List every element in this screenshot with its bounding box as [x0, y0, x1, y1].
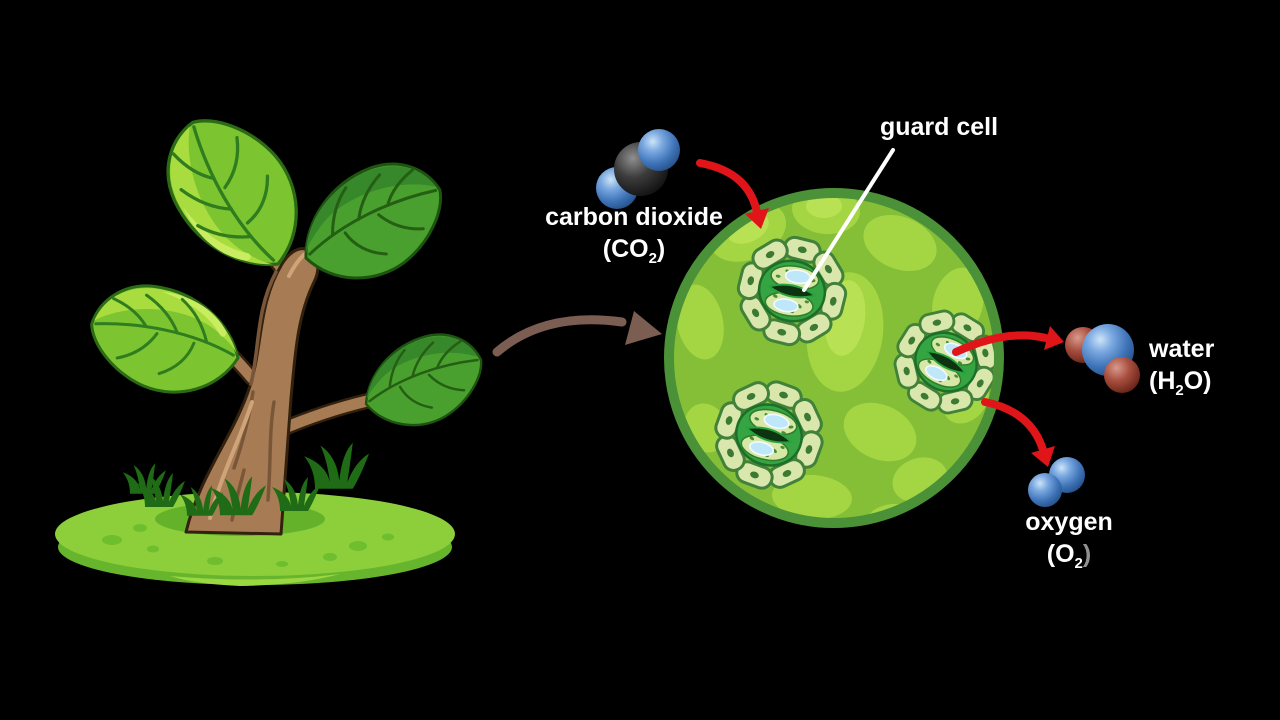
- leaf-surface-closeup: [664, 188, 1017, 528]
- oxygen-formula: (O2): [1046, 540, 1092, 572]
- water-molecule: [1065, 324, 1140, 393]
- oxygen-name: oxygen: [1025, 508, 1113, 536]
- water-out-arrow: [952, 326, 1064, 356]
- oxygen-atom: [1028, 473, 1062, 507]
- leaf-middle-left: [80, 275, 250, 405]
- oxygen-molecule: [1028, 457, 1085, 507]
- co2-arrow-head: [745, 208, 769, 229]
- oxygen-arrow-head: [1031, 446, 1055, 467]
- oxygen-out-arrow: [981, 398, 1055, 467]
- leaf-lower-right: [350, 320, 496, 442]
- water-arrow-head: [1044, 326, 1064, 350]
- co2-molecule: [596, 129, 680, 209]
- tree-trunk: [184, 247, 320, 536]
- oxygen-label: oxygen (O2): [989, 506, 1149, 580]
- guard-cell-name: guard cell: [879, 113, 999, 141]
- co2-in-arrow: [696, 159, 769, 229]
- zoom-arrow-head: [625, 311, 662, 345]
- closeup-border: [664, 188, 1004, 528]
- guard-cell-label: guard cell: [839, 111, 1039, 143]
- co2-oxygen-atom: [638, 129, 680, 171]
- water-formula: (H2O): [1149, 367, 1212, 399]
- plant-illustration: [55, 92, 496, 586]
- carbon-dioxide-name: carbon dioxide: [545, 203, 723, 231]
- water-hydrogen-atom: [1104, 357, 1140, 393]
- water-name: water: [1149, 335, 1215, 363]
- carbon-dioxide-label: carbon dioxide (CO2): [509, 201, 759, 275]
- water-label: water (H2O): [1149, 333, 1214, 407]
- carbon-dioxide-formula: (CO2): [602, 235, 666, 267]
- guard-cell-pointer-line: [802, 148, 895, 292]
- zoom-transition-arrow: [492, 311, 662, 357]
